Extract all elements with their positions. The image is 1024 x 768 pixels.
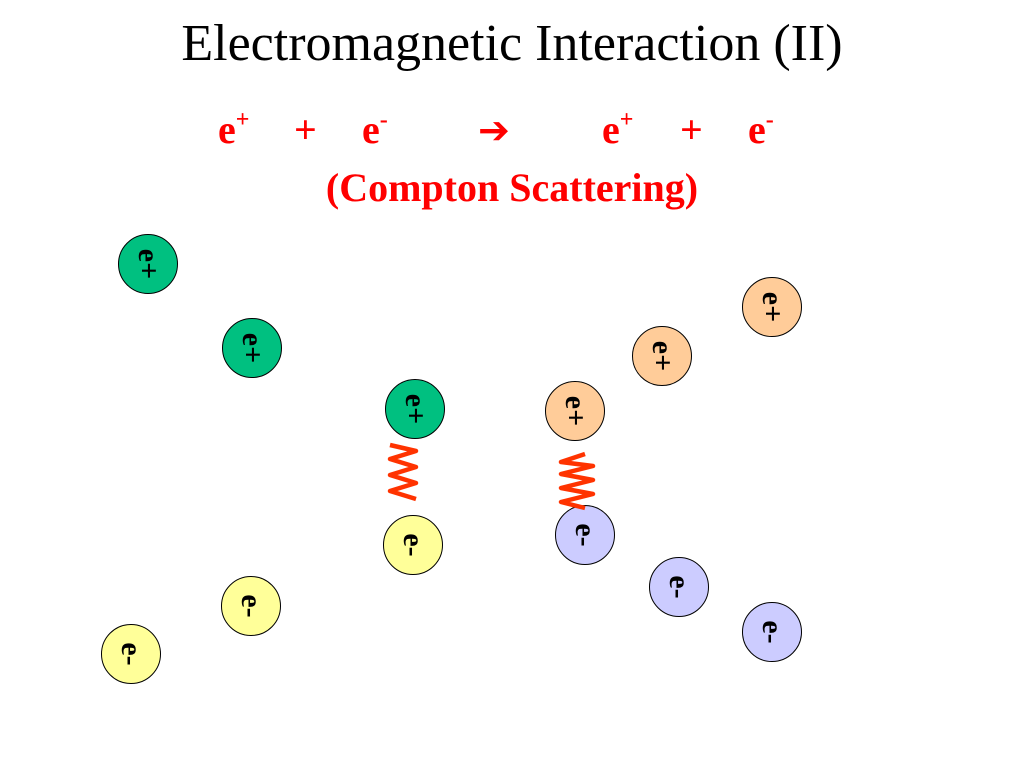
positron-outgoing: e+ [545, 381, 605, 441]
photon-wave-icon [558, 451, 596, 511]
positron-incoming: e+ [385, 379, 445, 439]
positron-label: e+ [132, 248, 165, 280]
electron-outgoing: e- [742, 602, 802, 662]
electron-label: e- [756, 620, 789, 644]
positron-label: e+ [236, 332, 269, 364]
positron-label: e+ [756, 291, 789, 323]
rhs-electron: e- [748, 107, 774, 152]
positron-label: e+ [646, 340, 679, 372]
electron-incoming: e- [101, 624, 161, 684]
lhs-electron: e- [362, 107, 388, 152]
reaction-arrow-icon: ➔ [478, 108, 510, 152]
rhs-positron: e+ [602, 107, 634, 152]
electron-label: e- [115, 642, 148, 666]
positron-label: e+ [399, 393, 432, 425]
electron-outgoing: e- [555, 505, 615, 565]
electron-label: e- [663, 575, 696, 599]
electron-incoming: e- [221, 576, 281, 636]
electron-label: e- [569, 523, 602, 547]
reaction-equation: e+ + e- ➔ e+ + e- [0, 100, 1024, 160]
electron-label: e- [235, 594, 268, 618]
electron-outgoing: e- [649, 557, 709, 617]
positron-outgoing: e+ [632, 326, 692, 386]
positron-incoming: e+ [222, 318, 282, 378]
photon-wave-icon [387, 442, 419, 502]
electron-label: e- [397, 533, 430, 557]
positron-outgoing: e+ [742, 277, 802, 337]
positron-label: e+ [559, 395, 592, 427]
lhs-positron: e+ [218, 107, 250, 152]
electron-incoming: e- [383, 515, 443, 575]
positron-incoming: e+ [118, 234, 178, 294]
reaction-name: (Compton Scattering) [325, 165, 699, 210]
rhs-plus: + [680, 107, 703, 152]
slide-title: Electromagnetic Interaction (II) [181, 15, 843, 72]
lhs-plus: + [294, 107, 317, 152]
